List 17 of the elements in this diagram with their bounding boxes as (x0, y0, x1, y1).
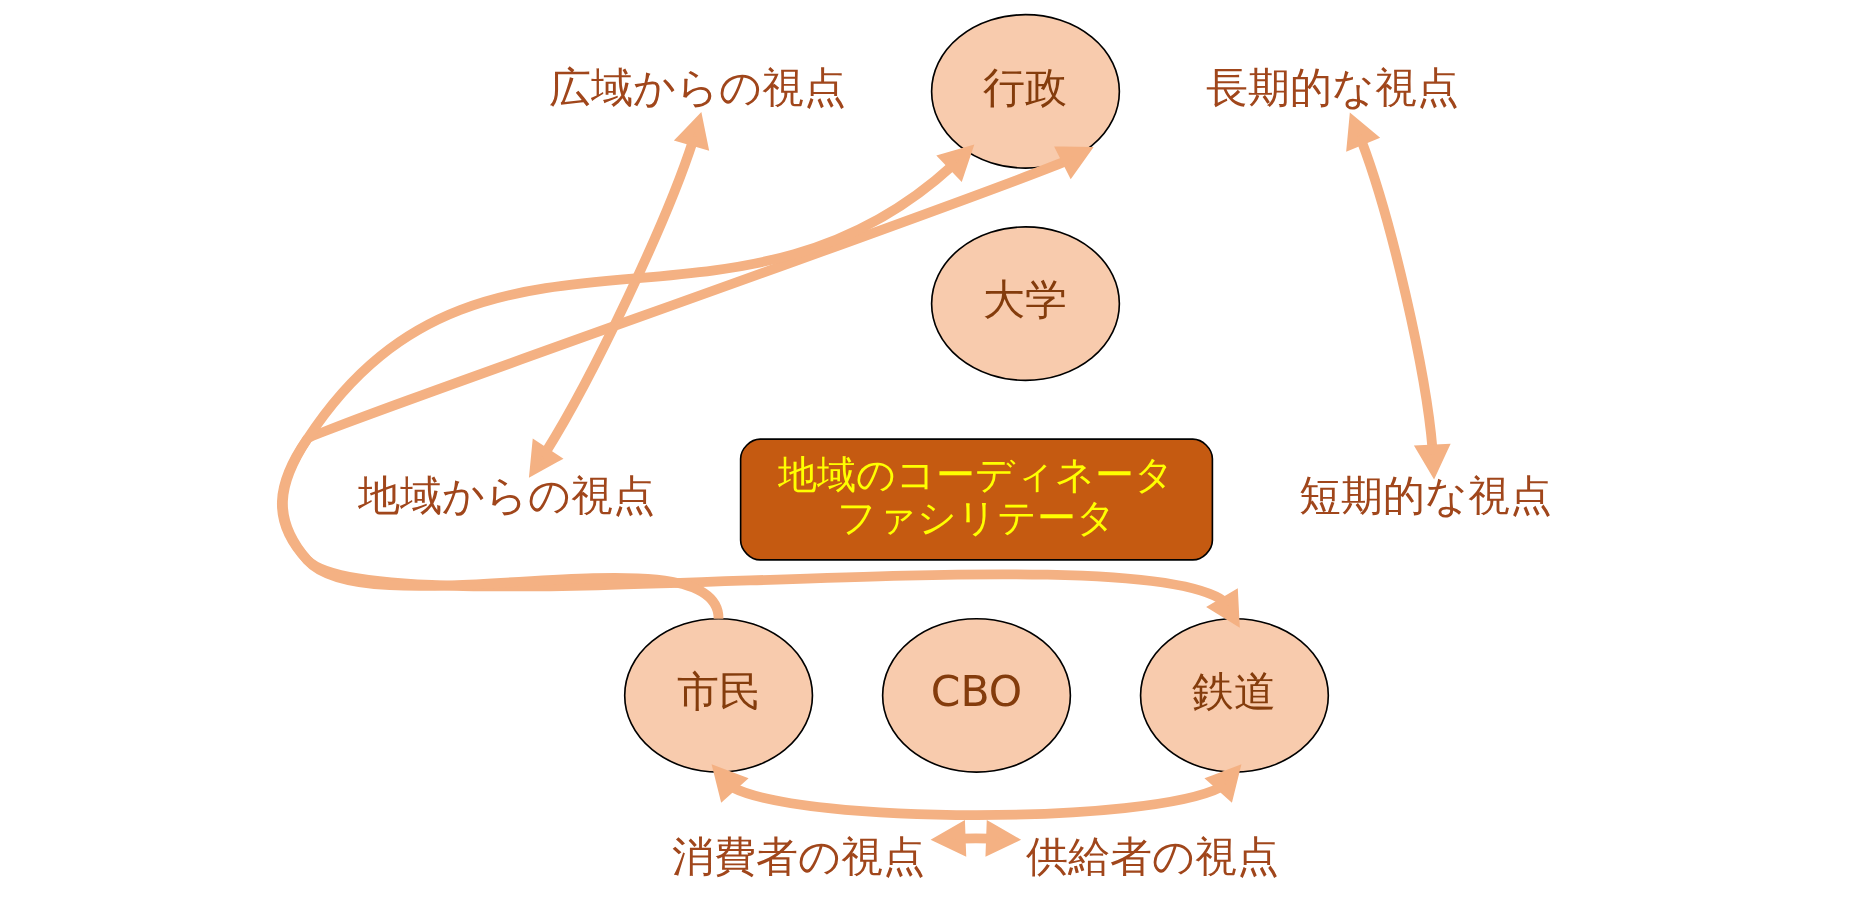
node-text: 消費者の視点 (672, 832, 926, 882)
arrow (711, 764, 1242, 820)
node-ellipse: 大学 (930, 226, 1121, 382)
node-box: 地域のコーディネータ ファシリテータ (739, 438, 1214, 561)
node-text: 長期的な視点 (1205, 62, 1459, 112)
arrow (277, 146, 1240, 628)
arrow (1346, 112, 1451, 480)
node-text: 地域からの視点 (357, 470, 655, 520)
node-text: 短期的な視点 (1298, 470, 1552, 520)
arrow (930, 820, 1022, 857)
node-ellipse: 行政 (930, 13, 1121, 169)
node-text: 供給者の視点 (1026, 832, 1280, 882)
node-ellipse: CBO (881, 617, 1072, 773)
node-ellipse: 市民 (623, 617, 814, 773)
node-text: 広域からの視点 (548, 62, 846, 112)
node-ellipse: 鉄道 (1139, 617, 1330, 773)
arrow (528, 112, 710, 478)
